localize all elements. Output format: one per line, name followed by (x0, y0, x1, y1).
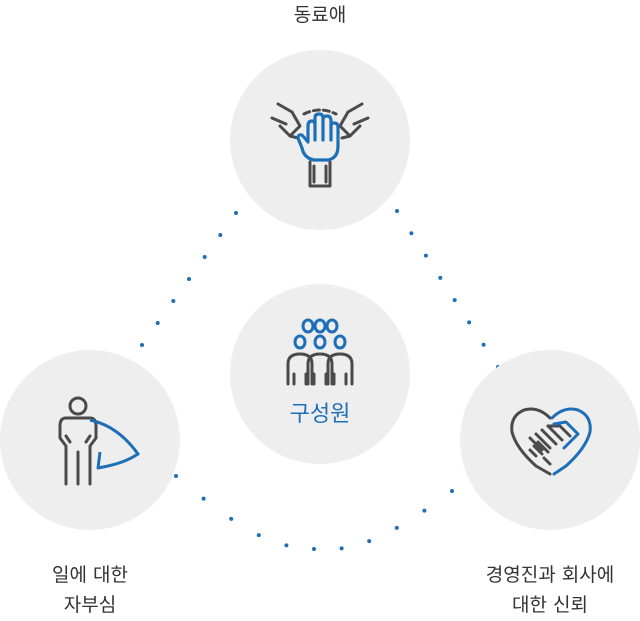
connector-dot (422, 508, 427, 513)
connector-dot (394, 525, 399, 530)
connector-dot (312, 547, 316, 551)
circle-colleagueship (230, 50, 410, 230)
connector-dot (171, 299, 176, 303)
label-trust: 경영진과 회사에 대한 신뢰 (450, 560, 640, 620)
label-colleagueship: 동료애 (293, 4, 347, 26)
connector-dot (201, 496, 206, 501)
connector-dot (234, 211, 238, 215)
connector-dot (187, 277, 191, 281)
label-pride-line2: 자부심 (63, 594, 117, 616)
connector-dot (450, 489, 454, 493)
connector-dot (140, 343, 144, 347)
connector-dot (438, 275, 443, 280)
circle-members (230, 284, 410, 464)
connector-dot (481, 342, 486, 347)
connector-dot (467, 320, 472, 325)
label-trust-line2: 대한 신뢰 (512, 594, 588, 616)
label-members: 구성원 (289, 402, 351, 427)
connector-dot (284, 543, 289, 548)
connector-dot (409, 231, 414, 236)
connector-dot (155, 321, 160, 325)
group-people-icon (286, 318, 354, 386)
circle-pride-in-work (0, 350, 180, 530)
label-trust-line1: 경영진과 회사에 (485, 564, 615, 586)
handshake-heart-icon (510, 407, 592, 476)
connector-dot (256, 533, 261, 538)
hero-cape-icon (58, 396, 140, 486)
connector-dot (339, 546, 344, 551)
connector-dot (229, 516, 234, 521)
connector-dot (202, 255, 207, 259)
label-pride-line1: 일에 대한 (52, 564, 128, 586)
connector-dot (452, 298, 457, 303)
connector-dot (174, 474, 178, 478)
connector-dot (395, 209, 399, 213)
teamwork-hands-icon (270, 102, 370, 188)
connector-dot (367, 539, 372, 544)
connector-dot (423, 253, 428, 258)
connector-dot (218, 233, 223, 237)
label-pride-in-work: 일에 대한 자부심 (0, 560, 190, 620)
